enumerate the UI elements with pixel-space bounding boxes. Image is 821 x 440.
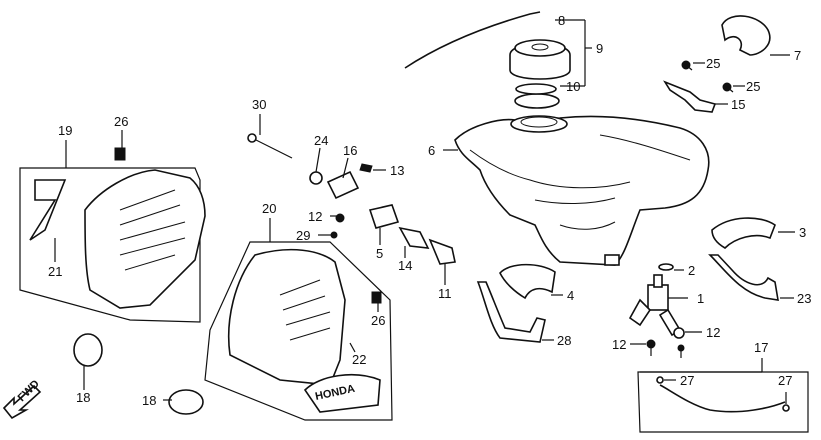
bolt-30 — [247, 133, 293, 159]
callout-6: 6 — [428, 143, 435, 158]
callout-14: 14 — [398, 258, 412, 273]
callout-23: 23 — [797, 291, 811, 306]
rubber-cushion — [711, 217, 776, 249]
callout-30: 30 — [252, 97, 266, 112]
callout-18a: 18 — [76, 390, 90, 405]
callout-1: 1 — [697, 291, 704, 306]
callout-21: 21 — [48, 264, 62, 279]
callout-7: 7 — [794, 48, 801, 63]
callout-17: 17 — [754, 340, 768, 355]
bolt-26-lower — [371, 291, 382, 304]
callout-5: 5 — [376, 246, 383, 261]
o-ring-18a — [73, 333, 103, 367]
callout-20: 20 — [262, 201, 276, 216]
callout-11: 11 — [438, 286, 452, 301]
callout-4: 4 — [567, 288, 574, 303]
collar-16 — [326, 170, 360, 200]
side-cover-19-group — [19, 147, 206, 323]
washer-24 — [309, 171, 323, 185]
bolt-25b — [722, 82, 734, 93]
callout-29: 29 — [296, 228, 310, 243]
callout-27b: 27 — [778, 373, 792, 388]
screw-12-center — [335, 213, 345, 223]
callout-15: 15 — [731, 97, 745, 112]
callout-18b: 18 — [142, 393, 156, 408]
tank-clip — [721, 15, 771, 56]
callouts: 8 9 10 7 25 25 15 6 3 2 1 23 4 28 12 12 … — [48, 13, 811, 408]
breather-tube — [404, 11, 541, 69]
fuel-cap — [509, 39, 571, 109]
callout-25b: 25 — [746, 79, 760, 94]
callout-2: 2 — [688, 263, 695, 278]
callout-13: 13 — [390, 163, 404, 178]
screw-12-valve-b — [646, 339, 656, 356]
bolt-13 — [359, 163, 373, 173]
callout-28: 28 — [557, 333, 571, 348]
bolt-25a — [681, 60, 693, 71]
cap-11 — [428, 238, 456, 265]
bolt-26-upper — [114, 147, 126, 161]
callout-8: 8 — [558, 13, 565, 28]
o-ring-18b — [168, 389, 204, 415]
callout-16: 16 — [343, 143, 357, 158]
callout-9: 9 — [596, 41, 603, 56]
callout-27a: 27 — [680, 373, 694, 388]
fwd-arrow: FWD — [2, 378, 42, 420]
screw-12-valve-c — [677, 344, 685, 358]
leader-lines — [54, 19, 795, 404]
fuel-tank — [454, 115, 710, 266]
collar-14 — [398, 226, 430, 249]
callout-26a: 26 — [114, 114, 128, 129]
callout-12c: 12 — [308, 209, 322, 224]
fuel-valve — [628, 263, 682, 337]
callout-22: 22 — [352, 352, 366, 367]
side-cover-20-group: HONDA — [204, 231, 393, 421]
callout-19: 19 — [58, 123, 72, 138]
bushing-5 — [368, 204, 400, 229]
callout-12a: 12 — [706, 325, 720, 340]
callout-12b: 12 — [612, 337, 626, 352]
callout-25a: 25 — [706, 56, 720, 71]
callout-24: 24 — [314, 133, 328, 148]
strap-28 — [476, 281, 546, 343]
callout-26b: 26 — [371, 313, 385, 328]
callout-10: 10 — [566, 79, 580, 94]
screw-12-valve-a — [673, 327, 685, 339]
tank-strap — [708, 254, 779, 301]
tank-bracket — [663, 80, 717, 113]
rubber-mount — [499, 263, 556, 300]
callout-3: 3 — [799, 225, 806, 240]
